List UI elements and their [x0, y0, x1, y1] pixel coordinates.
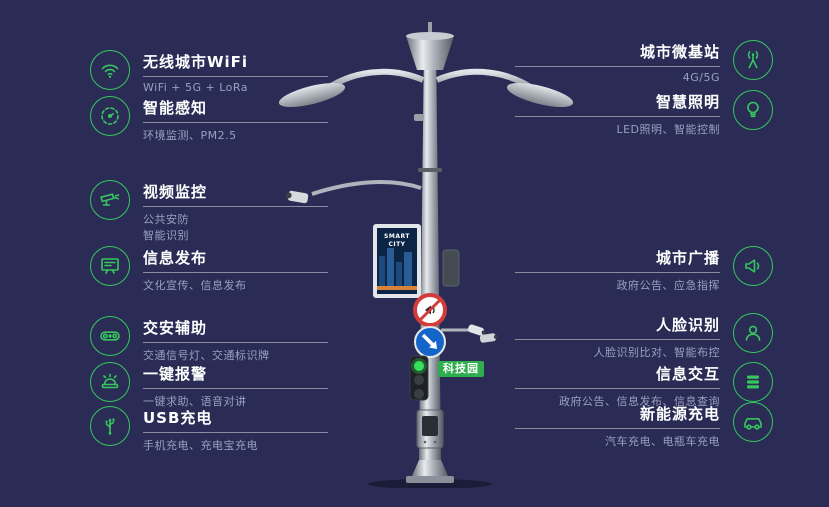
bulb-icon: [733, 90, 773, 130]
top-luminaire-rim: [406, 32, 454, 40]
feature-item-usb-charge: USB充电 手机充电、充电宝充电: [90, 406, 328, 453]
feature-item-info-publish: 信息发布 文化宣传、信息发布: [90, 246, 328, 293]
feature-item-microcell: 城市微基站 4G/5G: [515, 40, 773, 84]
feature-subtitle: LED照明、智能控制: [616, 123, 720, 136]
feature-title: 一键报警: [143, 363, 328, 389]
feature-subtitle: 文化宣传、信息发布: [143, 279, 247, 292]
feature-item-info-interaction: 信息交互 政府公告、信息发布、信息查询: [515, 362, 773, 409]
broadcast-box: [442, 249, 460, 287]
sensor-box: [414, 114, 424, 121]
pole-joint: [418, 168, 442, 172]
feature-title: 交安辅助: [143, 317, 328, 343]
feature-subtitle: 环境监测、PM2.5: [143, 129, 237, 142]
feature-title: 城市广播: [515, 247, 720, 273]
feature-subtitle: 人脸识别比对、智能布控: [593, 346, 720, 359]
feature-subtitle: 一键求助、语音对讲: [143, 395, 247, 408]
feature-item-sensing: 智能感知 环境监测、PM2.5: [90, 96, 328, 143]
direction-sign: [414, 326, 446, 358]
base-plate: [406, 476, 454, 483]
cctv-camera-icon: [90, 180, 130, 220]
tech-park-tag: 科技园: [438, 361, 484, 377]
feature-subtitle: 政府公告、信息发布、信息查询: [559, 395, 720, 408]
feature-item-face-recognition: 人脸识别 人脸识别比对、智能布控: [515, 313, 773, 360]
pole-tip: [428, 22, 432, 38]
feature-title: 新能源充电: [515, 403, 720, 429]
control-cabinet: [416, 409, 444, 449]
skyline-horizon: [377, 286, 417, 290]
feature-title: USB充电: [143, 407, 328, 433]
feature-title: 城市微基站: [515, 41, 720, 67]
feature-item-broadcast: 城市广播 政府公告、应急指挥: [515, 246, 773, 293]
face-camera: [467, 324, 486, 336]
skyline-building: [396, 262, 402, 290]
feature-subtitle: 政府公告、应急指挥: [616, 279, 720, 292]
feature-title: 智慧照明: [515, 91, 720, 117]
feature-item-traffic-aid: 交安辅助 交通信号灯、交通标识牌: [90, 316, 328, 363]
feature-item-lighting: 智慧照明 LED照明、智能控制: [515, 90, 773, 137]
feature-title: 信息发布: [143, 247, 328, 273]
feature-item-wifi: 无线城市WiFi WiFi + 5G + LoRa: [90, 50, 328, 94]
screen-icon: [90, 246, 130, 286]
speaker-icon: [733, 246, 773, 286]
feature-item-alarm: 一键报警 一键求助、语音对讲: [90, 362, 328, 409]
feature-subtitle: 公共安防 智能识别: [143, 213, 189, 242]
top-luminaire: [406, 36, 454, 70]
pole-screen-title: SMART CITY: [384, 233, 410, 248]
traffic-light: [409, 355, 429, 401]
feature-subtitle: 4G/5G: [682, 71, 720, 84]
feature-title: 人脸识别: [515, 314, 720, 340]
face-icon: [733, 313, 773, 353]
feature-title: 智能感知: [143, 97, 328, 123]
feature-title: 视频监控: [143, 181, 328, 207]
cctv-arm: [311, 180, 422, 196]
smart-pole-illustration: [278, 22, 574, 488]
lamp-head-left: [278, 83, 346, 107]
list-icon: [733, 362, 773, 402]
face-camera: [479, 333, 498, 343]
no-horn-sign: [413, 293, 447, 327]
feature-item-ev-charge: 新能源充电 汽车充电、电瓶车充电: [515, 402, 773, 449]
feature-item-video: 视频监控 公共安防 智能识别: [90, 180, 328, 243]
traffic-signal-icon: [90, 316, 130, 356]
ground-shadow: [368, 479, 492, 488]
skyline-building: [387, 248, 394, 290]
feature-subtitle: 手机充电、充电宝充电: [143, 439, 258, 452]
cctv-camera: [285, 190, 309, 204]
feature-subtitle: 汽车充电、电瓶车充电: [605, 435, 720, 448]
lamp-head-right: [506, 83, 574, 107]
feature-subtitle: WiFi + 5G + LoRa: [143, 81, 249, 94]
usb-icon: [90, 406, 130, 446]
car-icon: [733, 402, 773, 442]
antenna-icon: [733, 40, 773, 80]
skyline-building: [379, 256, 385, 290]
sensor-icon: [90, 96, 130, 136]
wifi-icon: [90, 50, 130, 90]
feature-subtitle: 交通信号灯、交通标识牌: [143, 349, 270, 362]
skyline-building: [404, 252, 412, 290]
alarm-icon: [90, 362, 130, 402]
feature-title: 信息交互: [515, 363, 720, 389]
feature-title: 无线城市WiFi: [143, 51, 328, 77]
pole-base: [412, 460, 448, 476]
